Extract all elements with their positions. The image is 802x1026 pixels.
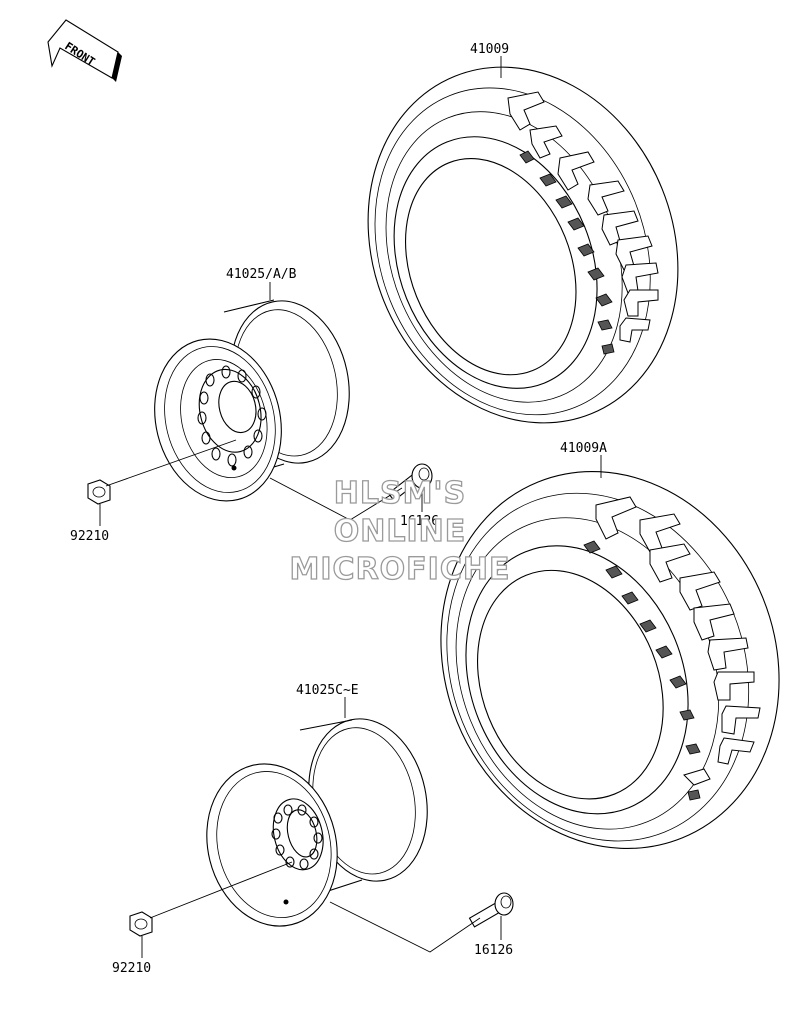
label-41009: 41009 — [470, 42, 509, 57]
label-92210-rear: 92210 — [112, 961, 151, 976]
front-valve-icon — [387, 463, 433, 502]
label-92210-front: 92210 — [70, 529, 109, 544]
rear-tire-tread — [583, 496, 761, 801]
rear-valve-icon — [468, 892, 514, 928]
front-arrow-icon: FRONT — [47, 19, 122, 82]
leader-lines — [99, 56, 602, 958]
watermark-line-2: ONLINE — [334, 514, 467, 549]
front-wheel — [154, 299, 350, 502]
front-wheel-bolt-holes — [197, 365, 267, 471]
label-16126-rear: 16126 — [474, 943, 513, 958]
front-tire-tread — [507, 91, 659, 355]
watermark-line-3: MICROFICHE — [290, 552, 511, 587]
front-nut-icon — [87, 479, 111, 505]
label-16126-front: 16126 — [400, 514, 439, 529]
rear-nut-icon — [129, 911, 153, 937]
label-41025-a-b: 41025/A/B — [226, 267, 297, 282]
label-41025c-e: 41025C~E — [296, 683, 359, 698]
label-41009a: 41009A — [560, 441, 607, 456]
rear-wheel — [206, 718, 428, 927]
watermark: HLSM'S ONLINE MICROFICHE — [289, 475, 511, 587]
front-tire — [367, 66, 679, 424]
rear-wheel-bolt-holes — [271, 804, 323, 905]
rear-tire — [440, 471, 780, 849]
watermark-line-1: HLSM'S — [334, 476, 466, 511]
